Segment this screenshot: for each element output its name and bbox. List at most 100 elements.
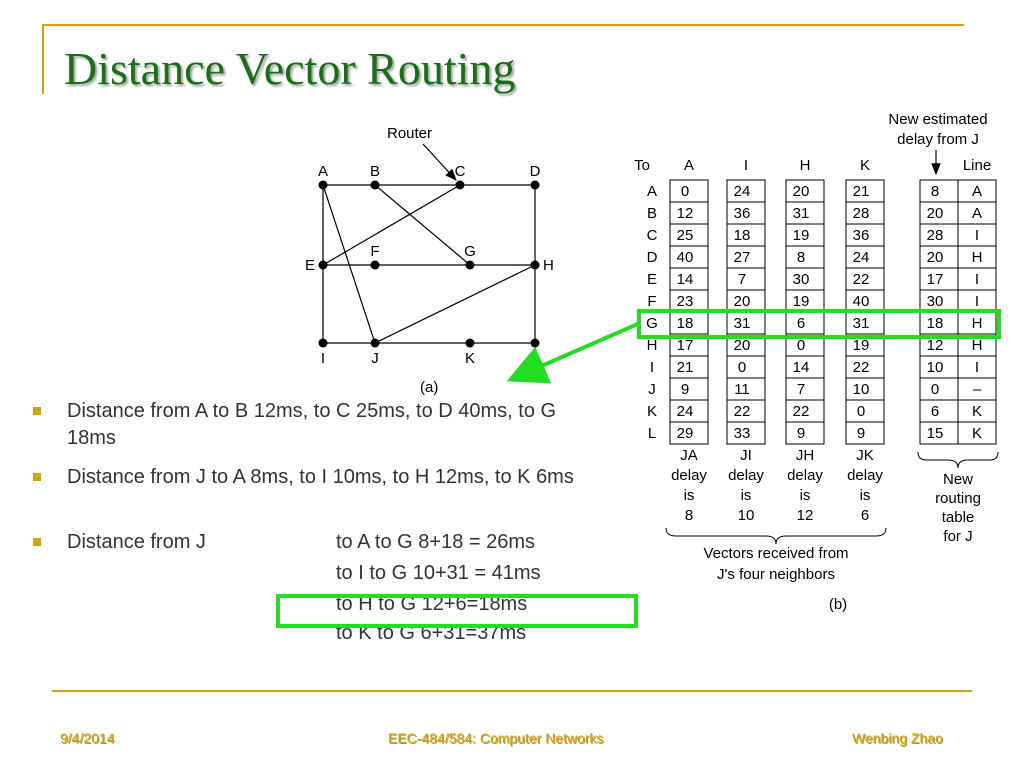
dest-label-g: G: [646, 315, 658, 332]
cell-value: 20: [734, 293, 751, 310]
cell-value: 36: [853, 227, 870, 244]
cell-value: 0: [857, 403, 865, 420]
node-label-k: K: [465, 350, 475, 367]
new-delay-value: 12: [927, 337, 944, 354]
cell-value: 8: [797, 249, 805, 266]
line-header: Line: [963, 157, 991, 174]
cell-a: [669, 421, 709, 445]
cell-value: 36: [734, 205, 751, 222]
new-delay-value: 17: [927, 271, 944, 288]
node-b: [370, 180, 380, 190]
new-line-value: K: [972, 425, 982, 442]
node-label-d: D: [530, 163, 541, 180]
node-h: [530, 260, 540, 270]
cell-value: 27: [734, 249, 751, 266]
new-delay-value: 10: [927, 359, 944, 376]
bullet-3-lead: Distance from J: [67, 531, 206, 553]
new-delay-value: 6: [931, 403, 939, 420]
cell-value: 33: [734, 425, 751, 442]
neighbor-header-h: H: [800, 157, 811, 174]
new-delay-value: 15: [927, 425, 944, 442]
cell-value: 22: [734, 403, 751, 420]
highlight-box-row-g: [637, 309, 1001, 339]
new-line-value: H: [972, 249, 983, 266]
node-g: [465, 260, 475, 270]
new-line-value: K: [972, 403, 982, 420]
new-delay-value: 30: [927, 293, 944, 310]
highlight-arrow: [506, 321, 641, 384]
node-label-e: E: [305, 257, 315, 274]
footer-course: EEC-484/584: Computer Networks: [388, 730, 604, 746]
new-table-brace: [917, 451, 999, 469]
cell-value: 0: [681, 183, 689, 200]
bullet-marker: [33, 407, 41, 415]
cell-value: 22: [853, 271, 870, 288]
cell-value: 12: [677, 205, 694, 222]
neighbor-foot: 6: [861, 507, 869, 524]
cell-value: 11: [734, 381, 750, 398]
bullet-3: Distance from J: [33, 529, 627, 556]
node-l: [530, 338, 540, 348]
node-a: [318, 180, 328, 190]
figure-a-caption: (a): [420, 379, 438, 396]
calc-line-2: to I to G 10+31 = 41ms: [336, 562, 541, 584]
cell-h: [785, 421, 825, 445]
vectors-label-2: J's four neighbors: [717, 566, 835, 583]
cell-value: 21: [853, 183, 870, 200]
new-line-value: H: [972, 337, 983, 354]
cell-value: 19: [793, 227, 810, 244]
node-c: [455, 180, 465, 190]
neighbor-header-a: A: [684, 157, 694, 174]
neighbor-foot: delay: [728, 467, 764, 484]
neighbor-foot: is: [800, 487, 811, 504]
cell-value: 31: [734, 315, 751, 332]
cell-value: 9: [797, 425, 805, 442]
new-estimated-label-2: delay from J: [897, 131, 979, 148]
node-label-h: H: [543, 257, 554, 274]
cell-value: 21: [677, 359, 694, 376]
cell-value: 22: [853, 359, 870, 376]
cell-value: 31: [793, 205, 810, 222]
edge-j-h: [374, 264, 536, 344]
neighbor-foot: JA: [680, 447, 698, 464]
neighbor-foot: 10: [738, 507, 755, 524]
cell-value: 29: [677, 425, 694, 442]
new-delay-value: 0: [931, 381, 939, 398]
router-pointer-arrow: [422, 143, 457, 181]
router-label: Router: [387, 125, 432, 142]
neighbor-foot: delay: [671, 467, 707, 484]
node-i: [318, 338, 328, 348]
bullet-1: Distance from A to B 12ms, to C 25ms, to…: [33, 398, 607, 452]
cell-value: 24: [677, 403, 694, 420]
new-table-foot: routing: [935, 490, 981, 507]
slide-title: Distance Vector Routing: [64, 43, 516, 94]
new-delay-value: 28: [927, 227, 944, 244]
dest-label-c: C: [647, 227, 658, 244]
edge-a-j: [322, 184, 376, 344]
neighbor-foot: JH: [796, 447, 814, 464]
footer-date: 9/4/2014: [60, 730, 115, 746]
cell-value: 10: [853, 381, 870, 398]
new-table-foot: New: [943, 471, 973, 488]
new-estimated-label-1: New estimated: [888, 111, 987, 128]
cell-value: 28: [853, 205, 870, 222]
neighbor-foot: 12: [797, 507, 814, 524]
dest-label-f: F: [647, 293, 656, 310]
cell-value: 18: [734, 227, 751, 244]
highlight-box-calc: [276, 594, 638, 628]
cell-value: 23: [677, 293, 694, 310]
neighbor-foot: delay: [847, 467, 883, 484]
top-rule: [42, 24, 964, 26]
cell-value: 40: [677, 249, 694, 266]
new-line-value: I: [975, 227, 979, 244]
cell-k: [845, 421, 885, 445]
dest-label-l: L: [648, 425, 656, 442]
cell-value: 24: [853, 249, 870, 266]
dest-label-i: I: [650, 359, 654, 376]
new-table-foot: for J: [943, 528, 972, 545]
cell-value: 31: [853, 315, 870, 332]
new-line-value: A: [972, 205, 982, 222]
bullet-2: Distance from J to A 8ms, to I 10ms, to …: [33, 464, 657, 491]
figure-b-caption: (b): [829, 596, 847, 613]
cell-value: 40: [853, 293, 870, 310]
